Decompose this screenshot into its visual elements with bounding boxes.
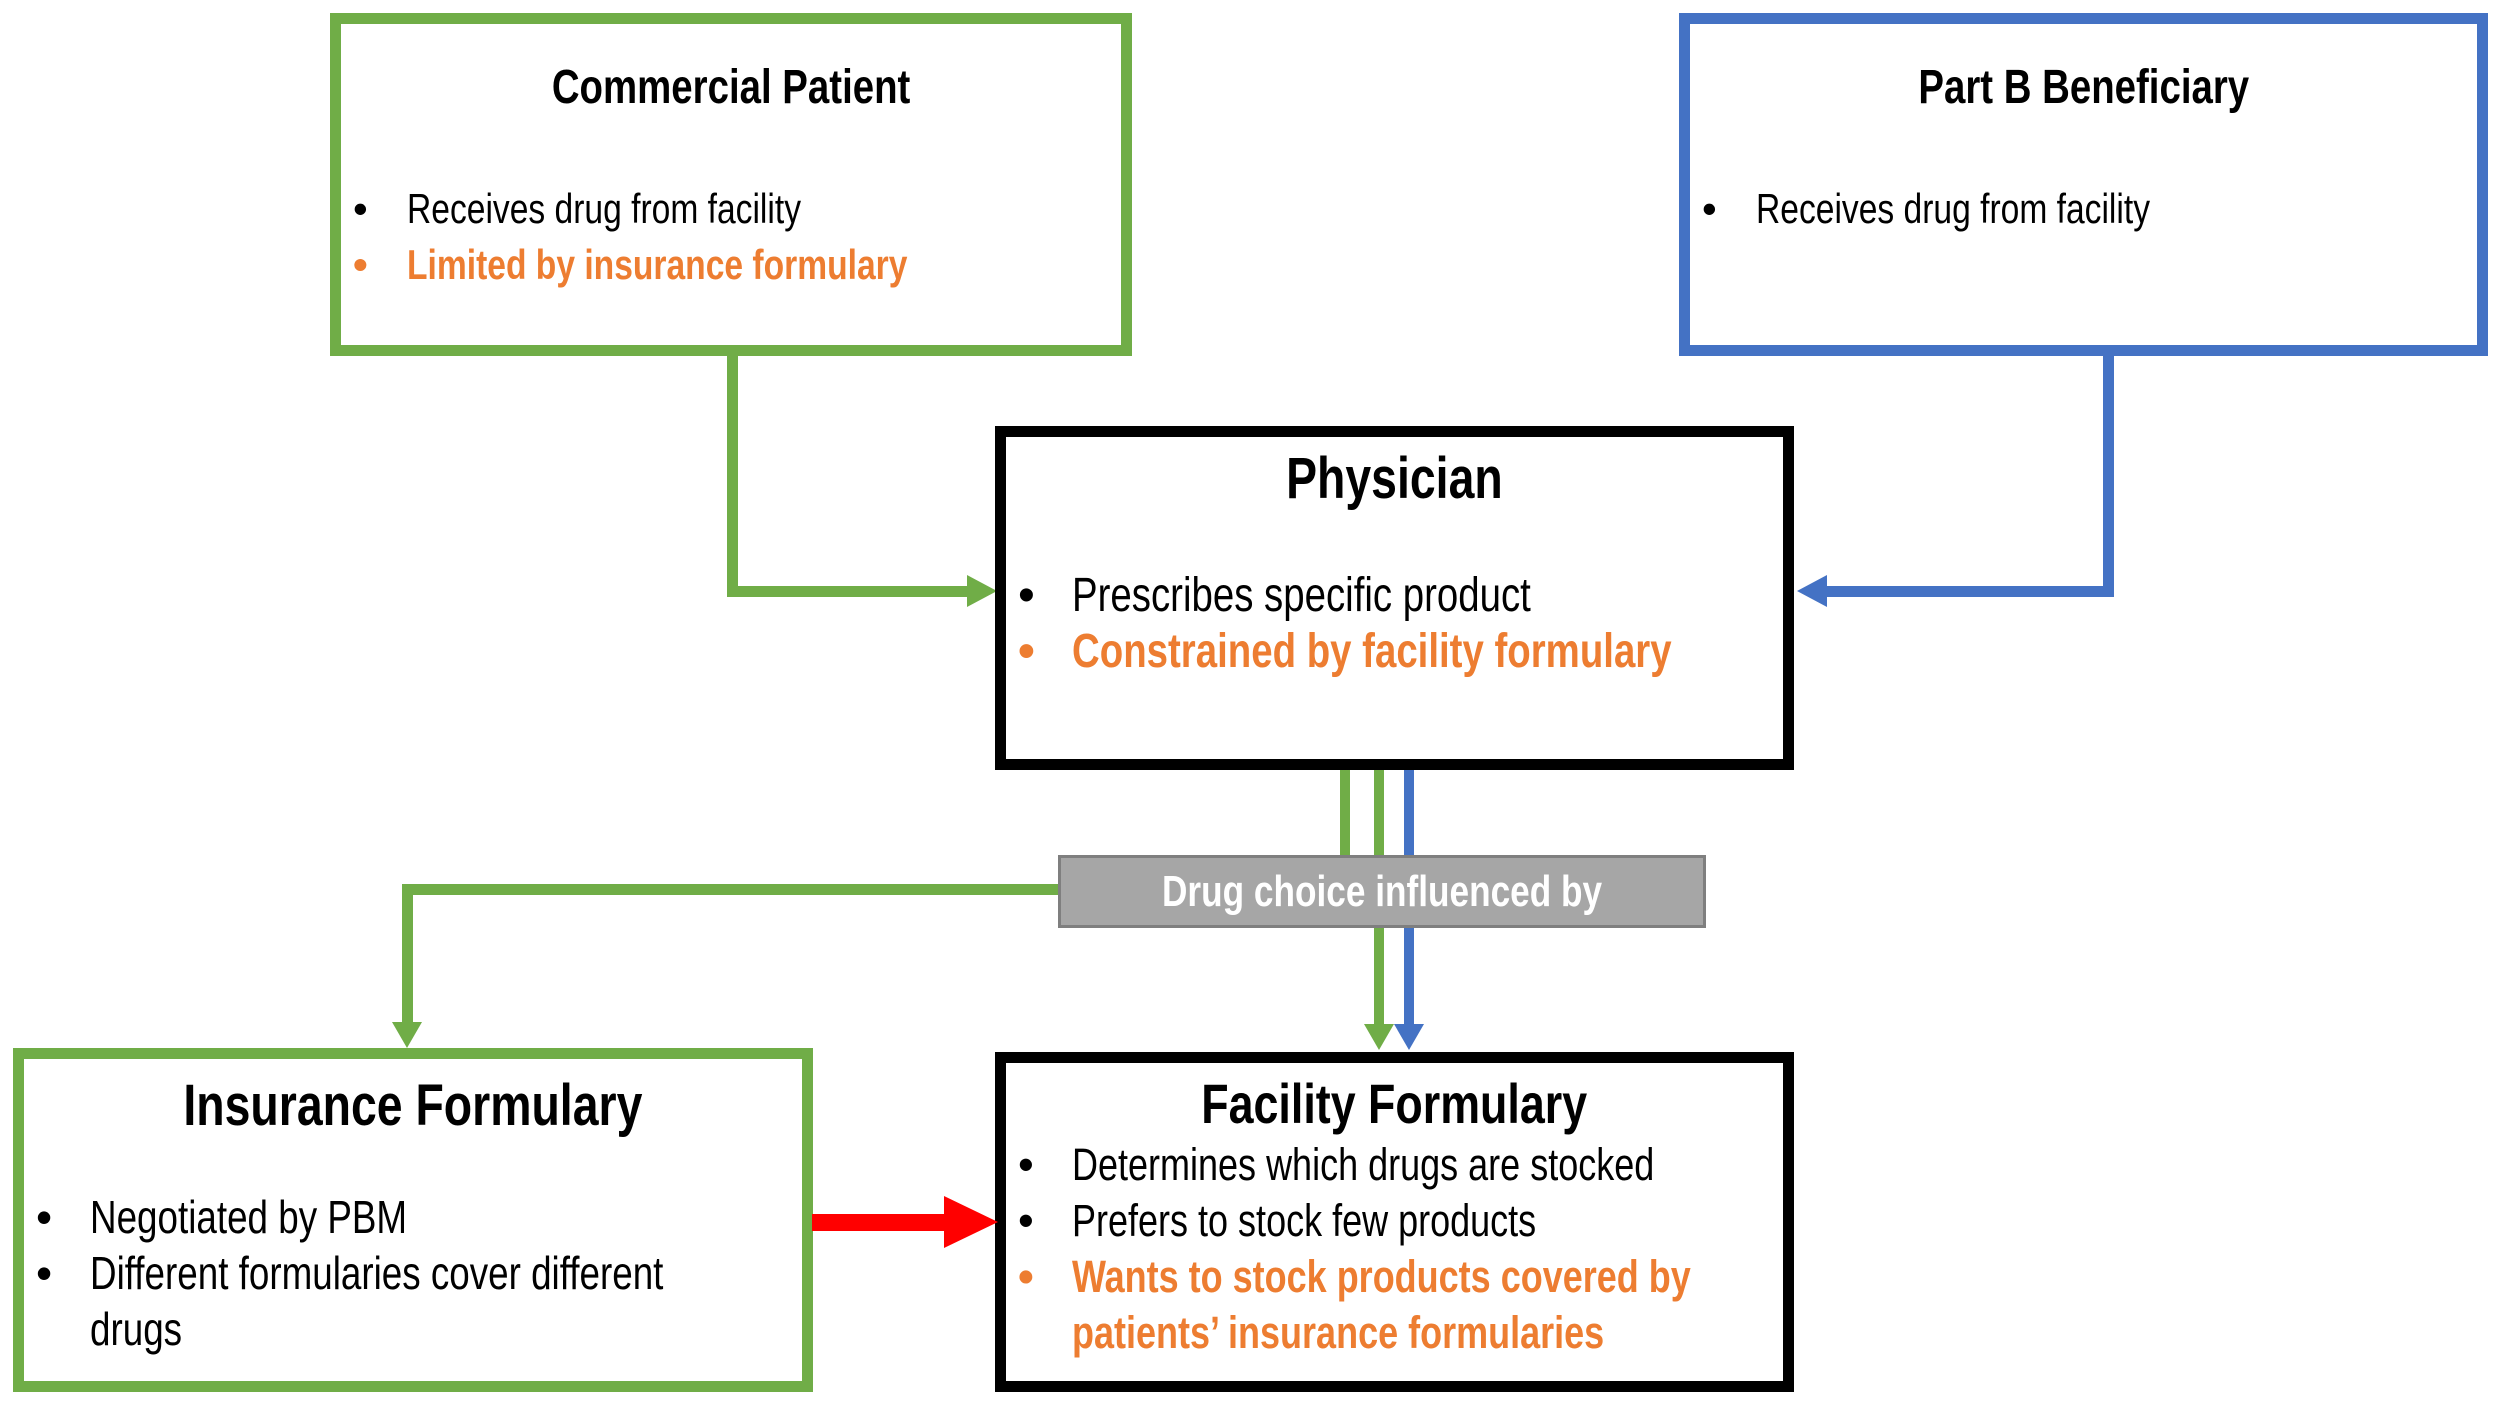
commercial-patient-title: Commercial Patient (551, 61, 911, 114)
bullet-dot: • (36, 1191, 53, 1243)
facility-formulary-bullets: • Determines which drugs are stocked • P… (1006, 1137, 1783, 1361)
arrowhead-down-icon (392, 1022, 422, 1048)
bullet-item: • Receives drug from facility (1690, 181, 2477, 237)
part-b-beneficiary-box: Part B Beneficiary • Receives drug from … (1679, 13, 2488, 356)
arrowhead-left-icon (1797, 575, 1827, 607)
bullet-dot: • (36, 1247, 53, 1299)
bullet-dot: • (1018, 1251, 1034, 1302)
physician-title: Physician (1286, 446, 1503, 511)
arrow-segment (1340, 765, 1350, 857)
arrow-segment (727, 586, 967, 597)
insurance-formulary-bullets: • Negotiated by PBM • Different formular… (24, 1189, 802, 1357)
bullet-dot: • (1018, 1139, 1034, 1190)
bullet-item: • Prefers to stock few products (1006, 1193, 1783, 1249)
bullet-item: • Limited by insurance formulary (341, 237, 1121, 293)
arrowhead-down-icon (1394, 1024, 1424, 1050)
arrow-segment (727, 345, 738, 597)
arrow-segment (812, 1214, 944, 1231)
bullet-dot: • (353, 241, 368, 288)
arrow-segment (1374, 765, 1384, 857)
physician-bullets: • Prescribes specific product • Constrai… (1006, 568, 1783, 680)
bullet-item: • Determines which drugs are stocked (1006, 1137, 1783, 1193)
bullet-item: • Receives drug from facility (341, 181, 1121, 237)
bullet-item: • Negotiated by PBM (24, 1189, 802, 1245)
insurance-formulary-box: Insurance Formulary • Negotiated by PBM … (13, 1048, 813, 1392)
bullet-item: • Different formularies cover different … (24, 1245, 802, 1357)
bullet-dot: • (1702, 185, 1717, 232)
bullet-dot: • (1018, 1195, 1034, 1246)
bullet-item: • Wants to stock products covered by pat… (1006, 1249, 1783, 1361)
part-b-beneficiary-bullets: • Receives drug from facility (1690, 181, 2477, 237)
bullet-item: • Prescribes specific product (1006, 568, 1783, 624)
arrow-segment (1404, 926, 1414, 1024)
commercial-patient-box: Commercial Patient • Receives drug from … (330, 13, 1132, 356)
bullet-dot: • (1018, 569, 1035, 622)
facility-formulary-box: Facility Formulary • Determines which dr… (995, 1052, 1794, 1392)
arrow-segment (402, 884, 1058, 895)
arrowhead-down-icon (1364, 1024, 1394, 1050)
bullet-dot: • (353, 185, 368, 232)
commercial-patient-bullets: • Receives drug from facility • Limited … (341, 181, 1121, 293)
facility-formulary-title: Facility Formulary (1201, 1072, 1588, 1135)
arrow-segment (1374, 926, 1384, 1024)
bullet-item: • Constrained by facility formulary (1006, 624, 1783, 680)
bullet-dot: • (1018, 625, 1035, 678)
arrow-segment (402, 884, 413, 1022)
drug-choice-influenced-by-label: Drug choice influenced by (1058, 855, 1706, 928)
arrow-segment (2103, 345, 2114, 597)
arrow-segment (1404, 765, 1414, 857)
part-b-beneficiary-title: Part B Beneficiary (1918, 61, 2249, 114)
arrowhead-right-icon (967, 575, 997, 607)
arrow-segment (1827, 586, 2114, 597)
physician-box: Physician • Prescribes specific product … (995, 426, 1794, 770)
arrowhead-right-icon (944, 1196, 998, 1248)
insurance-formulary-title: Insurance Formulary (183, 1073, 643, 1138)
